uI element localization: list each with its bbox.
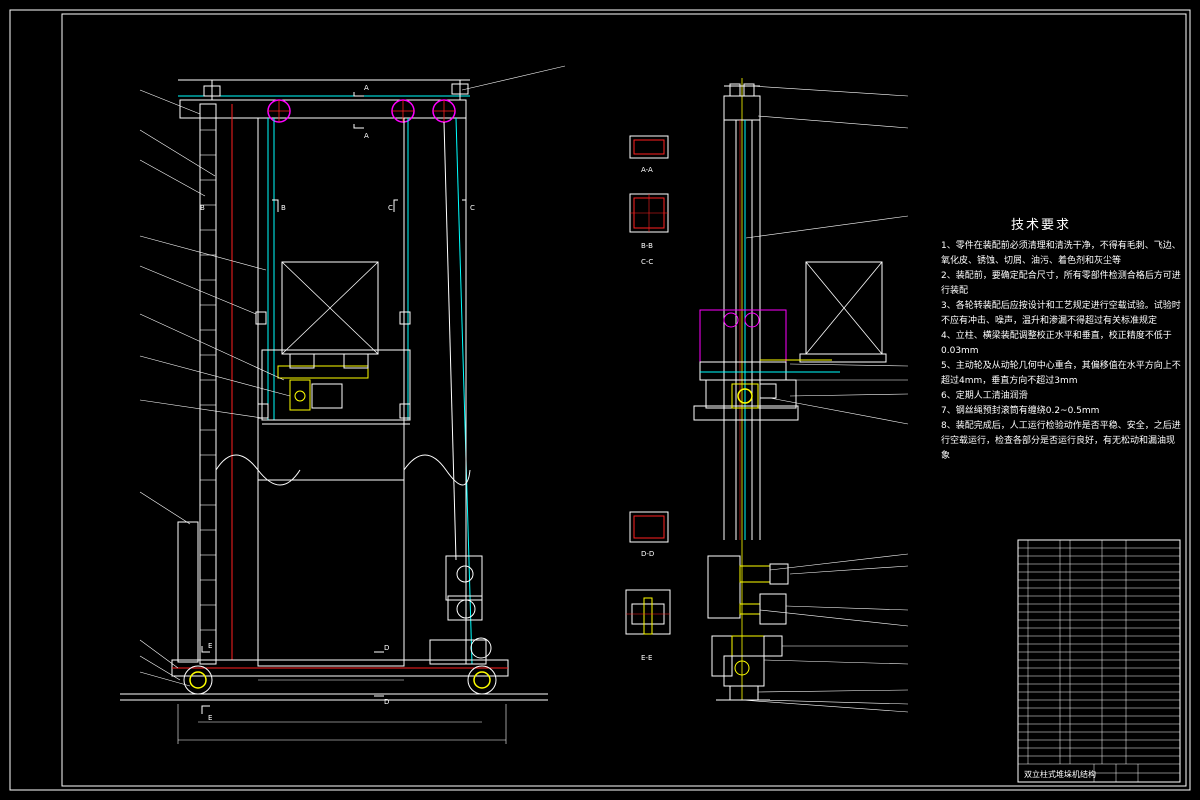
requirement-3: 3、各轮转装配后应按设计和工艺规定进行空载试验。试验时不应有冲击、噪声，温升和渗…	[941, 301, 1181, 326]
section-label-e-top: E	[208, 642, 212, 650]
technical-requirements-title: 技术要求	[1011, 218, 1072, 233]
requirement-1: 1、零件在装配前必须清理和清洗干净，不得有毛刺、飞边、氧化皮、锈蚀、切屑、油污、…	[941, 241, 1181, 266]
drawing-title: 双立柱式堆垛机结构	[1024, 769, 1096, 779]
fork-drive	[289, 379, 311, 411]
lifting-carriage	[261, 349, 411, 421]
side-view	[693, 78, 909, 713]
front-view: A A B B C C D D E E	[120, 65, 566, 744]
section-label-a-bottom: A	[364, 132, 369, 140]
requirement-5: 5、主动轮及从动轮几何中心重合，其偏移值在水平方向上不超过4mm，垂直方向不超过…	[941, 361, 1181, 386]
technical-requirements: 技术要求 1、零件在装配前必须清理和清洗干净，不得有毛刺、飞边、氧化皮、锈蚀、切…	[941, 218, 1181, 464]
section-label-b-left: B	[281, 204, 286, 212]
section-label-c-left: C	[388, 204, 393, 212]
cargo-box	[281, 261, 379, 355]
caption-section-aa: A-A	[641, 166, 653, 174]
section-label-a-top: A	[364, 84, 369, 92]
section-views: A-A B-B C-C D-D E-E	[625, 135, 671, 662]
requirement-7: 7、钢丝绳预封滚筒有缠绕0.2~0.5mm	[941, 406, 1100, 416]
section-label-d-bottom: D	[384, 698, 389, 706]
inner-border	[61, 13, 1187, 787]
hoist-motor	[445, 555, 483, 601]
requirement-2: 2、装配前，要确定配合尺寸，所有零部件检测合格后方可进行装配	[941, 271, 1181, 296]
caption-section-cc: C-C	[641, 258, 653, 266]
requirement-4: 4、立柱、横梁装配调整校正水平和垂直，校正精度不低于0.03mm	[941, 331, 1172, 356]
section-label-b-right: B	[200, 204, 205, 212]
caption-section-bb: B-B	[641, 242, 653, 250]
requirement-6: 6、定期人工清油润滑	[941, 391, 1028, 401]
walking-wheel-left	[183, 665, 213, 695]
section-label-c-right: C	[470, 204, 475, 212]
caption-section-ee: E-E	[641, 654, 652, 662]
section-label-d-top: D	[384, 644, 389, 652]
requirement-8: 8、装配完成后，人工运行检验动作是否平稳、安全，之后进行空载运行，检查各部分是否…	[941, 421, 1181, 461]
outer-border	[9, 9, 1191, 791]
caption-section-dd: D-D	[641, 550, 654, 558]
title-block: 双立柱式堆垛机结构	[1017, 539, 1181, 783]
side-carriage	[699, 309, 787, 363]
section-label-e-bottom: E	[208, 714, 212, 722]
walking-wheel-right	[467, 665, 497, 695]
